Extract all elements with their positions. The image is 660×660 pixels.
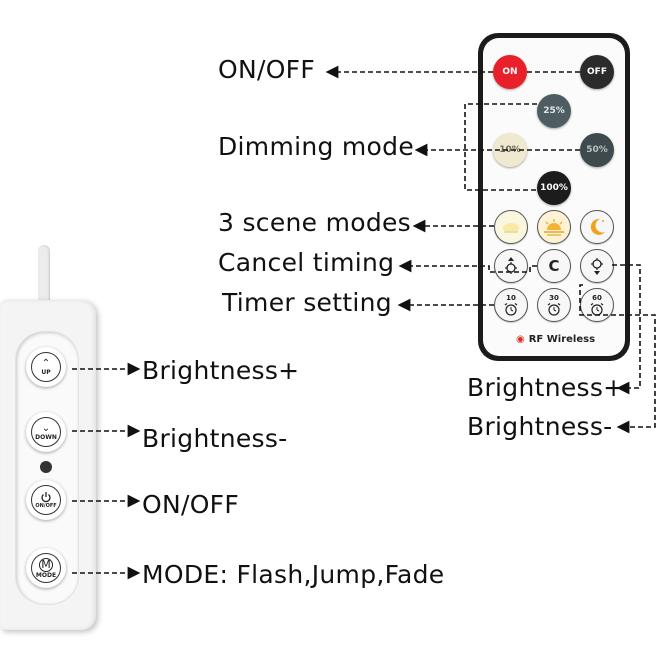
sunrise-icon — [544, 219, 564, 236]
remote-dim-25-button[interactable]: 25% — [537, 94, 571, 128]
moon-icon — [590, 218, 605, 235]
chevron-up-icon: ⌃ — [41, 358, 51, 369]
controller-mode-button[interactable]: M MODE — [26, 548, 66, 588]
label-ctrl-on-off: ON/OFF — [142, 490, 240, 519]
connector-remote-brightness-down — [579, 284, 656, 434]
remote-brightness-up-button[interactable] — [494, 249, 528, 283]
controller-down-label: DOWN — [35, 434, 57, 441]
connector-remote-brightness-up — [612, 264, 641, 395]
alarm-clock-icon — [547, 303, 561, 316]
label-remote-brightness-down: Brightness- — [467, 412, 613, 441]
controller-power-label: ON/OFF — [35, 502, 57, 509]
label-ctrl-brightness-up: Brightness+ — [142, 356, 300, 385]
chevron-down-icon: ⌄ — [41, 423, 51, 434]
controller-antenna — [38, 245, 50, 307]
label-scene-modes: 3 scene modes — [218, 208, 411, 237]
controller-up-label: UP — [41, 369, 51, 376]
power-icon — [41, 491, 51, 502]
alarm-clock-icon — [504, 303, 518, 316]
remote-timer-10-button[interactable]: 10 — [494, 288, 528, 322]
controller-power-button[interactable]: ON/OFF — [26, 480, 66, 520]
controller-mode-ring: M MODE — [31, 553, 61, 583]
remote-timer-60-button[interactable]: 60 — [580, 288, 614, 322]
controller-down-ring: ⌄ DOWN — [31, 417, 61, 447]
brightness-down-icon — [591, 258, 603, 275]
cool-light-icon — [503, 223, 519, 233]
connector-dimming-bracket — [464, 103, 537, 191]
label-on-off: ON/OFF — [218, 55, 316, 84]
controller-mode-label: MODE — [35, 571, 57, 579]
remote-scene-moon-button[interactable] — [580, 210, 614, 244]
label-remote-brightness-up: Brightness+ — [467, 373, 625, 402]
controller-down-button[interactable]: ⌄ DOWN — [26, 412, 66, 452]
remote-scene-sunrise-button[interactable] — [537, 210, 571, 244]
rf-wireless-text: RF Wireless — [528, 334, 596, 345]
wireless-signal-icon: ◉ — [516, 334, 525, 345]
connector-cancel-timing — [398, 259, 537, 273]
label-dimming-mode: Dimming mode — [218, 132, 415, 161]
mode-letter: M — [39, 557, 53, 572]
label-ctrl-mode: MODE: Flash,Jump,Fade — [142, 560, 445, 589]
remote-scene-cool-button[interactable] — [494, 210, 528, 244]
rf-wireless-brand: ◉ RF Wireless — [516, 334, 595, 345]
label-timer-setting: Timer setting — [222, 288, 392, 317]
label-cancel-timing: Cancel timing — [218, 248, 395, 277]
label-ctrl-brightness-down: Brightness- — [142, 424, 288, 453]
controller-power-ring: ON/OFF — [31, 485, 61, 515]
controller-up-ring: ⌃ UP — [31, 352, 61, 382]
remote-brightness-down-button[interactable] — [580, 249, 614, 283]
controller-indicator-led — [40, 461, 52, 473]
controller-up-button[interactable]: ⌃ UP — [26, 347, 66, 387]
